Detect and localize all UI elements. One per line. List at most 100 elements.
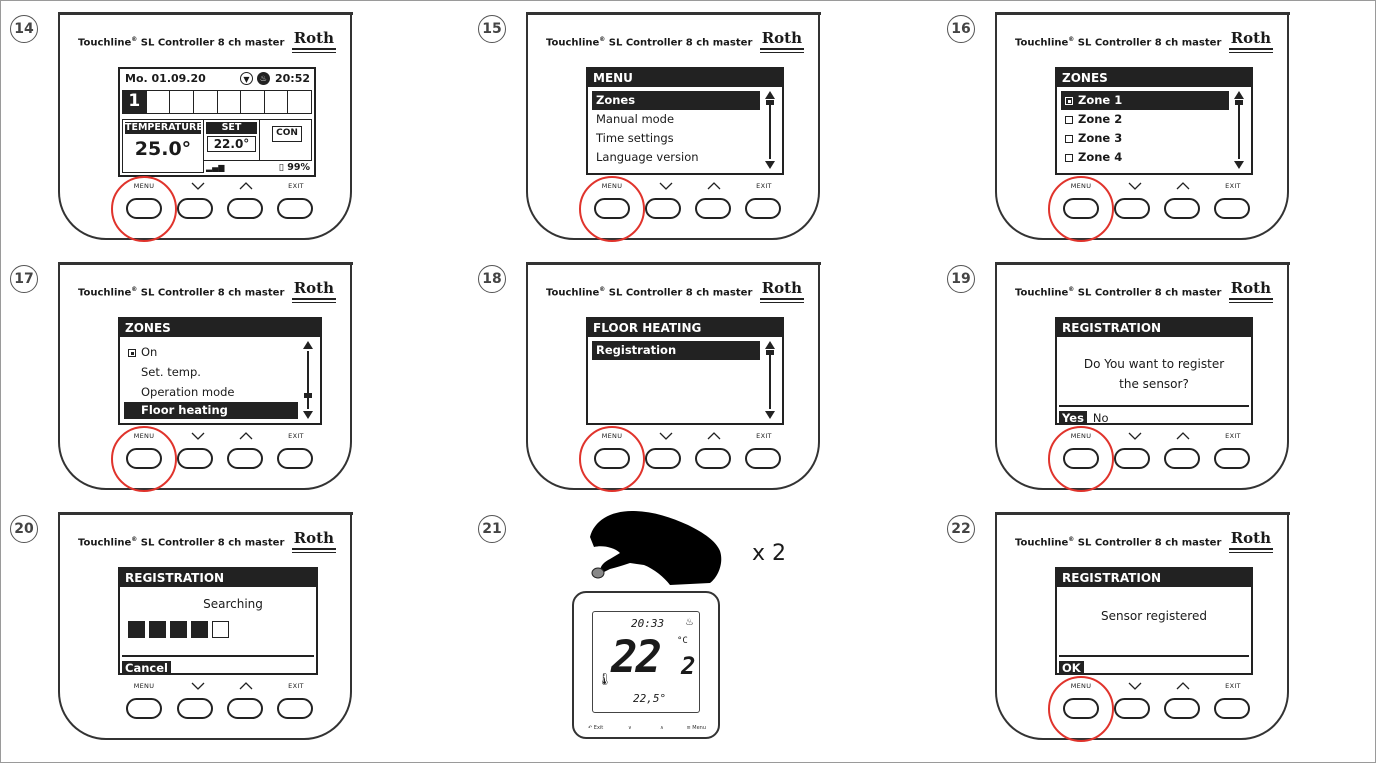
menu-button[interactable] — [1063, 448, 1099, 469]
down-button[interactable] — [1114, 198, 1150, 219]
menu-button[interactable] — [126, 698, 162, 719]
exit-button-label: EXIT — [288, 182, 304, 190]
exit-button[interactable] — [745, 198, 781, 219]
home-bottom: TEMPERATURE 25.0° SET 22.0° CON ▂▄▆ ▯ 99… — [122, 119, 312, 173]
chevron-down-icon — [178, 182, 218, 190]
down-button[interactable] — [177, 198, 213, 219]
menu-button[interactable] — [594, 198, 630, 219]
lcd-screen: ZONES On Set. temp. Operation mode Floor… — [118, 317, 322, 425]
screen-header: FLOOR HEATING — [588, 319, 782, 337]
zone-options-list: On Set. temp. Operation mode Floor heati… — [124, 342, 298, 419]
screen-header: REGISTRATION — [120, 569, 316, 587]
up-button[interactable] — [695, 448, 731, 469]
controller-device: Touchline® SL Controller 8 ch master Rot… — [57, 12, 353, 242]
controller-device: Touchline® SL Controller 8 ch master Rot… — [525, 12, 821, 242]
roth-logo: Roth — [1228, 30, 1274, 53]
zone-item[interactable]: Zone 1 — [1061, 91, 1229, 110]
flame-icon: ♨ — [685, 617, 694, 628]
up-button[interactable] — [227, 448, 263, 469]
device-title: Touchline® SL Controller 8 ch master — [78, 36, 285, 49]
menu-item[interactable]: Manual mode — [596, 112, 675, 126]
cancel-option[interactable]: Cancel — [122, 661, 171, 673]
exit-button[interactable] — [1214, 698, 1250, 719]
checkbox-checked-icon — [1065, 97, 1073, 105]
chevron-down-icon — [646, 182, 686, 190]
menu-item[interactable]: Set. temp. — [141, 365, 201, 379]
up-button[interactable] — [1164, 198, 1200, 219]
scrollbar[interactable] — [303, 341, 313, 419]
menu-item[interactable]: Zones — [592, 91, 760, 110]
up-button[interactable] — [227, 698, 263, 719]
chevron-down-icon — [1115, 682, 1155, 690]
no-option[interactable]: No — [1092, 411, 1109, 425]
room-thermostat: 20:33 ♨ 🌡 22 °C 2 22,5° ↶ Exit ∨ ∧ ≡ Men… — [572, 591, 720, 739]
menu-button[interactable] — [594, 448, 630, 469]
checkbox-icon — [1065, 154, 1073, 162]
device-title: Touchline® SL Controller 8 ch master — [78, 536, 285, 549]
step-19-panel: 19 Touchline® SL Controller 8 ch master … — [937, 257, 1376, 507]
menu-item[interactable]: Time settings — [596, 131, 674, 145]
registered-message: Sensor registered — [1101, 609, 1207, 623]
controller-device: Touchline® SL Controller 8 ch master Rot… — [525, 262, 821, 492]
menu-item[interactable]: On — [124, 342, 298, 362]
down-button[interactable] — [1114, 698, 1150, 719]
lcd-screen-home: Mo. 01.09.20 ▼ ♨ 20:52 1 TEMPERATURE 25.… — [118, 67, 316, 177]
roth-logo: Roth — [759, 30, 805, 53]
temperature-unit: °C — [677, 636, 688, 646]
question-line-2: the sensor? — [1119, 377, 1189, 391]
scrollbar[interactable] — [765, 91, 775, 169]
zone-item[interactable]: Zone 4 — [1061, 148, 1229, 167]
up-button[interactable] — [695, 198, 731, 219]
menu-item[interactable]: Registration — [592, 341, 760, 360]
device-title: Touchline® SL Controller 8 ch master — [1015, 536, 1222, 549]
chevron-down-circle-icon: ▼ — [240, 72, 253, 85]
exit-button[interactable] — [1214, 198, 1250, 219]
menu-item[interactable]: Operation mode — [141, 385, 235, 399]
step-number: 15 — [478, 15, 506, 43]
menu-item[interactable]: Language version — [596, 150, 699, 164]
up-button[interactable] — [1164, 448, 1200, 469]
exit-button[interactable] — [745, 448, 781, 469]
device-title: Touchline® SL Controller 8 ch master — [1015, 286, 1222, 299]
menu-button[interactable] — [126, 448, 162, 469]
exit-button[interactable] — [277, 448, 313, 469]
zone-cell: 1 — [123, 91, 147, 113]
down-button[interactable] — [177, 448, 213, 469]
down-button[interactable] — [645, 448, 681, 469]
thermostat-exit-key[interactable]: ↶ Exit — [588, 725, 604, 731]
controller-device: Touchline® SL Controller 8 ch master Rot… — [994, 12, 1290, 242]
menu-button[interactable] — [1063, 198, 1099, 219]
zone-cell — [288, 91, 311, 113]
chevron-down-icon[interactable]: ∨ — [628, 725, 632, 731]
exit-button[interactable] — [277, 698, 313, 719]
down-button[interactable] — [177, 698, 213, 719]
menu-button[interactable] — [126, 198, 162, 219]
ok-option[interactable]: OK — [1059, 661, 1084, 673]
down-button[interactable] — [645, 198, 681, 219]
chevron-down-icon — [178, 682, 218, 690]
menu-button-label: MENU — [1070, 682, 1092, 690]
down-button[interactable] — [1114, 448, 1150, 469]
menu-item[interactable]: Floor heating — [124, 402, 298, 419]
yes-option[interactable]: Yes — [1059, 411, 1087, 423]
arrow-down-icon — [765, 161, 775, 169]
menu-button-label: MENU — [133, 432, 155, 440]
up-button[interactable] — [1164, 698, 1200, 719]
menu-button[interactable] — [1063, 698, 1099, 719]
chevron-up-icon — [226, 432, 266, 440]
exit-button[interactable] — [277, 198, 313, 219]
exit-button-label: EXIT — [288, 432, 304, 440]
thermostat-temperature: 22 — [611, 632, 662, 683]
scrollbar[interactable] — [765, 341, 775, 419]
dialog-footer: Cancel — [122, 655, 314, 673]
chevron-up-icon[interactable]: ∧ — [660, 725, 664, 731]
zone-item[interactable]: Zone 2 — [1061, 110, 1229, 129]
arrow-down-icon — [1234, 161, 1244, 169]
scrollbar[interactable] — [1234, 91, 1244, 169]
up-button[interactable] — [227, 198, 263, 219]
zone-item[interactable]: Zone 3 — [1061, 129, 1229, 148]
exit-button[interactable] — [1214, 448, 1250, 469]
thermostat-menu-key[interactable]: ≡ Menu — [686, 725, 706, 731]
set-box: SET 22.0° — [204, 119, 260, 161]
menu-button-label: MENU — [133, 682, 155, 690]
